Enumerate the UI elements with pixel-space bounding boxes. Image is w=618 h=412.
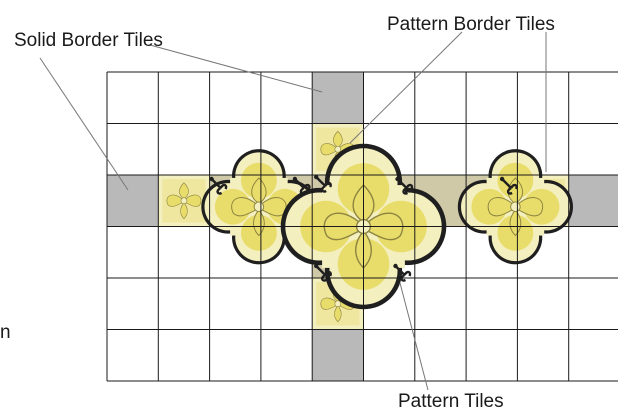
label-pattern-tiles: Pattern Tiles	[398, 391, 504, 412]
pattern-border-tile	[158, 175, 209, 227]
label-edge-fragment: n	[0, 322, 11, 343]
solid-tile	[569, 175, 618, 227]
solid-tile	[312, 72, 363, 124]
leader-pattern-border-left	[350, 32, 462, 143]
leader-pattern-tiles	[400, 283, 428, 390]
solid-tile	[312, 330, 363, 382]
solid-tile	[107, 175, 158, 227]
medallion-right	[458, 149, 573, 264]
label-pattern-border-tiles: Pattern Border Tiles	[387, 14, 555, 35]
leader-solid-top	[150, 45, 322, 92]
label-solid-border-tiles: Solid Border Tiles	[14, 30, 163, 51]
